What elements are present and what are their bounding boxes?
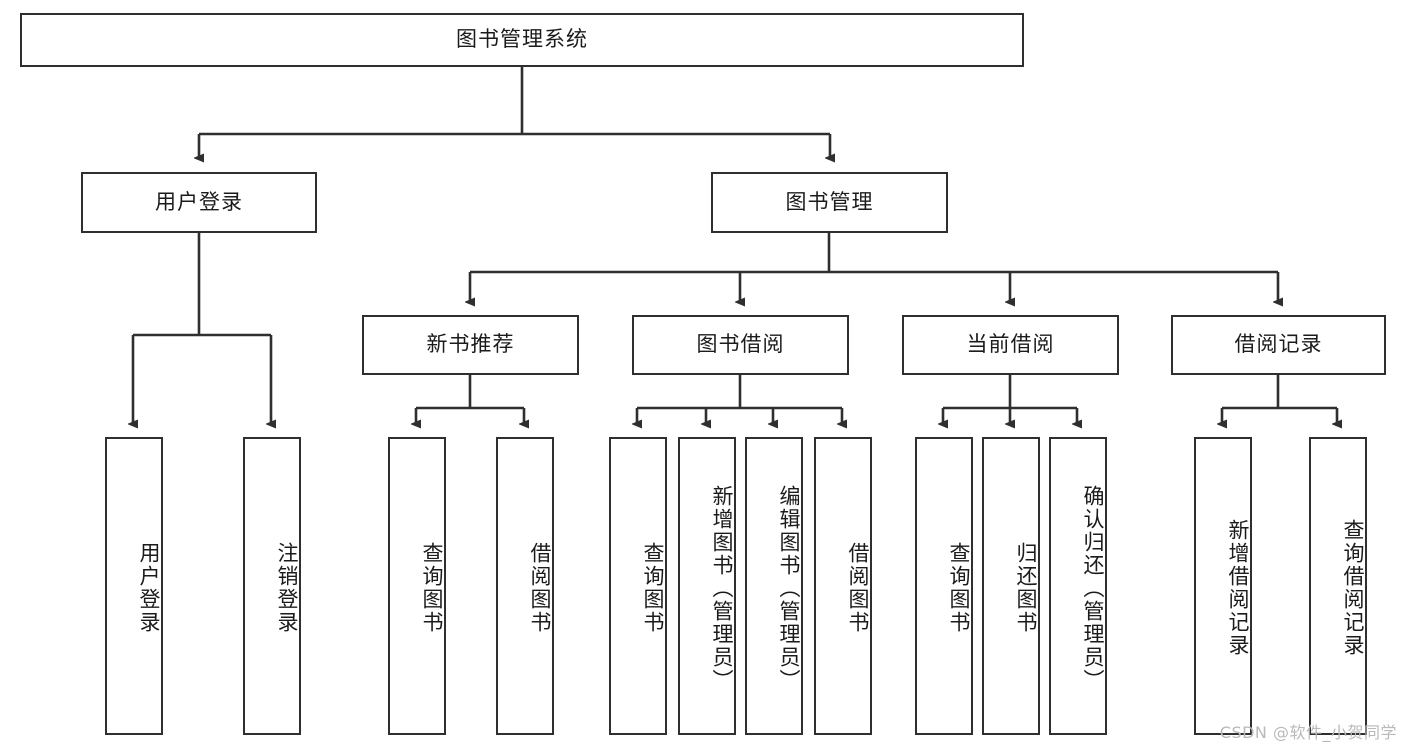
leaf-borrow-record-query[interactable]: 查询借阅记录	[1309, 437, 1367, 735]
leaf-book-borrow-query[interactable]: 查询图书	[609, 437, 667, 735]
node-label: 借阅图书	[846, 542, 870, 634]
node-label: 用户登录	[155, 189, 243, 214]
node-label: 用户登录	[137, 542, 161, 634]
leaf-user-login-signout[interactable]: 注销登录	[243, 437, 301, 735]
node-book-management[interactable]: 图书管理	[711, 172, 948, 233]
leaf-borrow-record-add[interactable]: 新增借阅记录	[1194, 437, 1252, 735]
node-new-book-recommend[interactable]: 新书推荐	[362, 315, 579, 375]
node-label: 新增借阅记录	[1226, 519, 1250, 657]
node-label: 图书管理系统	[456, 27, 588, 52]
leaf-book-borrow-add[interactable]: 新增图书（管理员）	[678, 437, 736, 735]
node-label: 查询借阅记录	[1341, 519, 1365, 657]
leaf-current-borrow-query[interactable]: 查询图书	[915, 437, 973, 735]
node-label: 新书推荐	[426, 332, 515, 357]
leaf-current-borrow-return[interactable]: 归还图书	[982, 437, 1040, 735]
node-label: 借阅记录	[1234, 332, 1323, 357]
node-label: 借阅图书	[528, 542, 552, 634]
node-borrow-record[interactable]: 借阅记录	[1171, 315, 1386, 375]
node-label: 确认归还（管理员）	[1081, 484, 1105, 692]
leaf-new-book-borrow[interactable]: 借阅图书	[496, 437, 554, 735]
node-label: 归还图书	[1014, 542, 1038, 634]
node-user-login[interactable]: 用户登录	[81, 172, 317, 233]
node-label: 图书借阅	[696, 332, 785, 357]
node-label: 新增图书（管理员）	[710, 484, 734, 692]
node-label: 图书管理	[785, 189, 874, 214]
leaf-user-login-signin[interactable]: 用户登录	[105, 437, 163, 735]
node-label: 编辑图书（管理员）	[777, 484, 801, 692]
node-label: 注销登录	[275, 542, 299, 634]
node-label: 查询图书	[947, 542, 971, 634]
node-book-borrow[interactable]: 图书借阅	[632, 315, 849, 375]
node-label: 当前借阅	[966, 332, 1055, 357]
csdn-watermark: CSDN @软件_小贺同学	[1219, 723, 1397, 742]
node-label: 查询图书	[641, 542, 665, 634]
leaf-book-borrow-edit[interactable]: 编辑图书（管理员）	[745, 437, 803, 735]
node-root-system[interactable]: 图书管理系统	[20, 13, 1024, 67]
leaf-new-book-query[interactable]: 查询图书	[388, 437, 446, 735]
leaf-book-borrow-lend[interactable]: 借阅图书	[814, 437, 872, 735]
node-label: 查询图书	[420, 542, 444, 634]
node-current-borrow[interactable]: 当前借阅	[902, 315, 1119, 375]
leaf-current-borrow-confirm[interactable]: 确认归还（管理员）	[1049, 437, 1107, 735]
